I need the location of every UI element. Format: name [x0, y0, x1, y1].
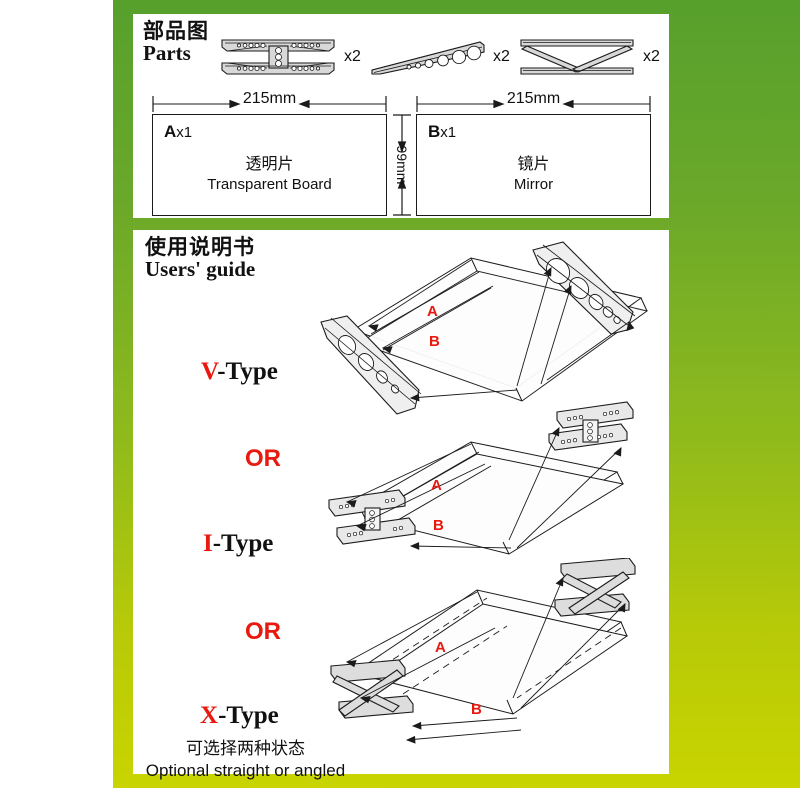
illustration-x-type: A B	[321, 557, 661, 763]
parts-title-en: Parts	[143, 41, 191, 66]
guide-title: 使用说明书 Users' guide	[145, 236, 255, 280]
board-a: Ax1 透明片 Transparent Board	[152, 114, 387, 216]
board-a-qty: x1	[176, 124, 193, 141]
callout-b-i: B	[433, 517, 444, 534]
dimension-height-label: 99mm	[394, 145, 410, 185]
board-a-code: Ax1	[164, 122, 192, 142]
part-qty-2: x2	[643, 48, 660, 65]
dimension-right: 215mm	[416, 90, 651, 114]
dimension-right-label: 215mm	[506, 90, 561, 107]
board-a-name-en: Transparent Board	[207, 175, 332, 193]
part-item-2: x2	[518, 36, 660, 78]
label-x-type-rest: -Type	[218, 702, 279, 729]
label-v-type-rest: -Type	[217, 358, 278, 385]
part-qty-0: x2	[344, 48, 361, 65]
label-i-type-letter: I	[203, 530, 213, 557]
board-b-name-en: Mirror	[513, 175, 554, 193]
part-qty-1: x2	[493, 48, 510, 65]
label-or-1: OR	[245, 445, 281, 472]
board-b-qty: x1	[440, 124, 457, 141]
illustration-i-type: A B	[321, 398, 661, 588]
wedge-bracket-icon	[371, 41, 485, 75]
note-text: 可选择两种状态 Optional straight or angled	[138, 738, 353, 782]
label-i-type: I-Type	[203, 530, 273, 558]
board-a-text: 透明片 Transparent Board	[153, 153, 386, 195]
callout-b-x: B	[471, 701, 482, 718]
board-a-letter: A	[164, 122, 177, 141]
dimension-left: 215mm	[152, 90, 387, 114]
callout-b-v: B	[429, 333, 440, 350]
dimension-left-label: 215mm	[242, 90, 297, 107]
parts-title: 部品图 Parts	[143, 20, 209, 64]
label-v-type: V-Type	[201, 358, 278, 386]
board-a-name-cn: 透明片	[245, 154, 294, 173]
illustration-v-type: A B	[311, 238, 661, 428]
callout-a-v: A	[427, 303, 438, 320]
parts-title-cn: 部品图	[143, 19, 209, 43]
guide-title-en: Users' guide	[145, 257, 256, 282]
i-bracket-icon	[221, 39, 335, 75]
part-item-1: x2	[368, 36, 510, 78]
part-item-0: x2	[219, 36, 361, 78]
board-b-text: 镜片 Mirror	[417, 153, 650, 195]
board-b-code: Bx1	[428, 122, 456, 142]
guide-panel: 使用说明书 Users' guide V-Type OR I-Type OR X…	[133, 230, 669, 780]
note-en: Optional straight or angled	[145, 761, 346, 781]
board-b-name-cn: 镜片	[517, 154, 550, 173]
board-b: Bx1 镜片 Mirror	[416, 114, 651, 216]
callout-a-x: A	[435, 639, 446, 656]
x-brace-icon	[520, 39, 634, 75]
label-or-2: OR	[245, 618, 281, 645]
label-x-type-letter: X	[200, 702, 219, 729]
parts-panel: 部品图 Parts	[133, 14, 669, 218]
dimension-height: 99mm	[389, 114, 415, 216]
board-b-letter: B	[428, 122, 441, 141]
callout-a-i: A	[431, 477, 442, 494]
guide-title-cn: 使用说明书	[145, 235, 255, 259]
note-cn: 可选择两种状态	[186, 739, 305, 759]
label-v-type-letter: V	[201, 358, 218, 385]
label-x-type: X-Type	[200, 702, 279, 730]
label-i-type-rest: -Type	[212, 530, 274, 557]
